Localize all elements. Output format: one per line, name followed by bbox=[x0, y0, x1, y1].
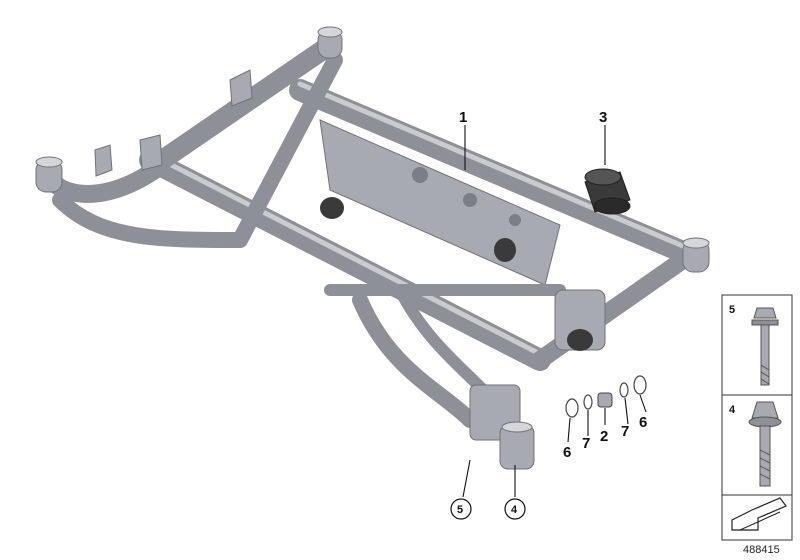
callout-6-right: 6 bbox=[639, 414, 647, 431]
callout-2: 2 bbox=[600, 428, 608, 445]
flange-bolt-icon bbox=[748, 401, 782, 487]
callout-1: 1 bbox=[459, 109, 467, 126]
panel-label-4: 4 bbox=[729, 404, 736, 416]
document-id: 488415 bbox=[743, 544, 780, 556]
callout-3: 3 bbox=[599, 109, 607, 126]
rubber-mount-icon bbox=[584, 168, 631, 215]
panel-label-5: 5 bbox=[729, 304, 735, 316]
washer-icon bbox=[565, 375, 647, 418]
callout-5: 5 bbox=[457, 504, 463, 516]
rear-axle-subframe-icon bbox=[35, 26, 710, 470]
callout-4: 4 bbox=[511, 504, 518, 516]
bolt-icon bbox=[751, 307, 779, 386]
arrow-symbol-icon bbox=[731, 497, 787, 531]
side-panel: 5 4 bbox=[721, 294, 793, 541]
leader-lines bbox=[462, 125, 647, 498]
callout-6-left: 6 bbox=[563, 444, 571, 461]
callout-7-right: 7 bbox=[621, 423, 629, 440]
callout-7-left: 7 bbox=[582, 435, 590, 452]
bush-icon bbox=[597, 392, 613, 408]
